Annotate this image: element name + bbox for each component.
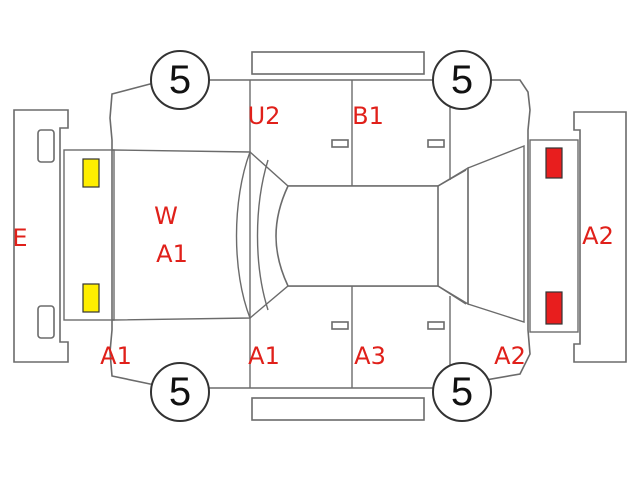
door-handle	[331, 321, 349, 330]
tire-rear-left: 5	[432, 362, 492, 422]
tire-front-left: 5	[150, 362, 210, 422]
taillight-top	[545, 147, 563, 179]
front-section	[63, 149, 251, 321]
headlight-top	[82, 158, 100, 188]
tire-rear-right-grade: 5	[451, 58, 473, 102]
tire-rear-right: 5	[432, 50, 492, 110]
code-rear-right-door: B1	[352, 102, 384, 130]
doors	[249, 80, 451, 388]
taillight-bottom	[545, 291, 563, 325]
code-rear-left-door: A3	[354, 342, 386, 370]
rear-bumper	[573, 111, 627, 363]
code-hood-line2: A1	[156, 240, 188, 268]
right-side-sill	[251, 51, 425, 75]
tire-front-left-grade: 5	[169, 370, 191, 414]
code-hood-line1: W	[154, 202, 178, 230]
code-rear-left-fender: A2	[494, 342, 526, 370]
tire-front-right: 5	[150, 50, 210, 110]
tire-front-right-grade: 5	[169, 58, 191, 102]
door-handle	[427, 321, 445, 330]
door-handle	[331, 139, 349, 148]
tire-rear-left-grade: 5	[451, 370, 473, 414]
code-front-right-door: U2	[248, 102, 281, 130]
code-rear-bumper: A2	[582, 222, 614, 250]
left-side-sill	[251, 397, 425, 421]
code-front-left-door: A1	[248, 342, 280, 370]
cabin-roof	[235, 151, 469, 319]
headlight-bottom	[82, 283, 100, 313]
code-front-left-fender: A1	[100, 342, 132, 370]
door-handle	[427, 139, 445, 148]
code-front-bumper: E	[12, 224, 27, 252]
front-bumper	[13, 109, 69, 363]
